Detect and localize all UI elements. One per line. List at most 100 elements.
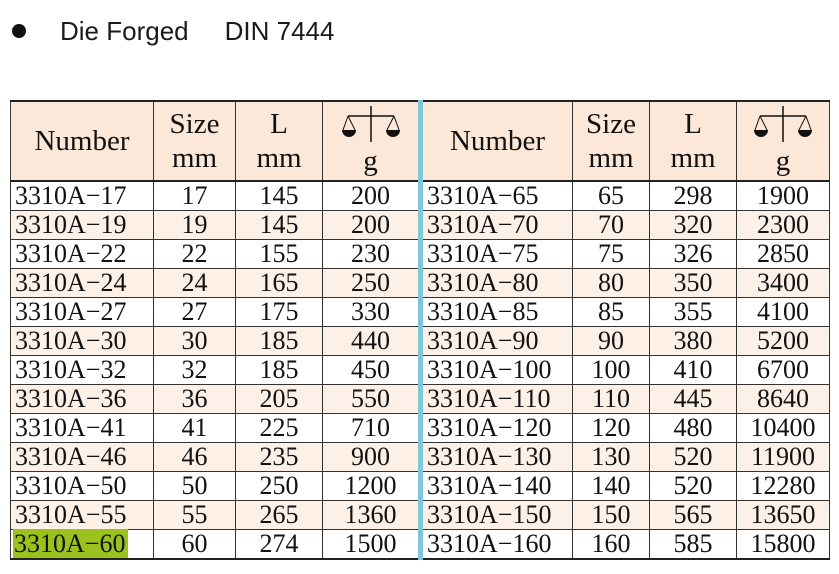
cell-g-right: 13650 (736, 500, 830, 530)
section-heading: Die Forged DIN 7444 (12, 14, 334, 48)
cell-g: 200 (322, 210, 421, 240)
cell-size-right: 120 (572, 413, 650, 443)
heading-text: Die Forged (60, 15, 189, 46)
cell-g: 200 (322, 180, 421, 211)
cell-size-right: 75 (572, 239, 650, 269)
cell-g-right: 2300 (736, 210, 830, 240)
cell-l-right: 326 (649, 239, 737, 269)
cell-l: 155 (235, 239, 323, 269)
cell-g: 250 (322, 268, 421, 298)
cell-size: 27 (153, 297, 236, 327)
cell-size: 41 (153, 413, 236, 443)
cell-number-right: 3310A−75 (418, 239, 573, 269)
cell-size: 55 (153, 500, 236, 530)
cell-size: 50 (153, 471, 236, 501)
cell-size-right: 80 (572, 268, 650, 298)
cell-l-right: 585 (649, 529, 737, 560)
cell-g: 230 (322, 239, 421, 269)
cell-size: 36 (153, 384, 236, 414)
cell-g: 1500 (322, 529, 421, 560)
cell-g: 1200 (322, 471, 421, 501)
cell-l: 274 (235, 529, 323, 560)
cell-size: 17 (153, 180, 236, 211)
cell-size-right: 70 (572, 210, 650, 240)
balance-scale-icon (341, 106, 400, 142)
cell-l: 145 (235, 180, 323, 211)
cell-size-right: 100 (572, 355, 650, 385)
cell-g: 450 (322, 355, 421, 385)
cell-g-right: 10400 (736, 413, 830, 443)
cell-g-right: 6700 (736, 355, 830, 385)
cell-number-right: 3310A−100 (418, 355, 573, 385)
cell-number: 3310A−32 (10, 355, 154, 385)
cell-g-right: 3400 (736, 268, 830, 298)
cell-g-right: 2850 (736, 239, 830, 269)
cell-number: 3310A−55 (10, 500, 154, 530)
cell-number-right: 3310A−140 (418, 471, 573, 501)
cell-number: 3310A−41 (10, 413, 154, 443)
cell-l: 235 (235, 442, 323, 472)
cell-g-right: 11900 (736, 442, 830, 472)
cell-number: 3310A−27 (10, 297, 154, 327)
cell-l-right: 480 (649, 413, 737, 443)
cell-number-right: 3310A−110 (418, 384, 573, 414)
cell-g: 550 (322, 384, 421, 414)
cell-g-right: 5200 (736, 326, 830, 356)
cell-size: 22 (153, 239, 236, 269)
cell-number-right: 3310A−90 (418, 326, 573, 356)
cell-number: 3310A−19 (10, 210, 154, 240)
cell-l-right: 520 (649, 471, 737, 501)
cell-l-right: 445 (649, 384, 737, 414)
cell-g: 440 (322, 326, 421, 356)
cell-size-right: 110 (572, 384, 650, 414)
cell-size: 46 (153, 442, 236, 472)
balance-scale-icon (754, 106, 812, 142)
cell-l: 145 (235, 210, 323, 240)
cell-number: 3310A−17 (10, 180, 154, 211)
cell-g: 710 (322, 413, 421, 443)
cell-l-right: 520 (649, 442, 737, 472)
cell-number: 3310A−22 (10, 239, 154, 269)
cell-l-right: 380 (649, 326, 737, 356)
cell-number-right: 3310A−160 (418, 529, 573, 560)
cell-g-right: 8640 (736, 384, 830, 414)
cell-size-right: 85 (572, 297, 650, 327)
cell-l: 250 (235, 471, 323, 501)
cell-size: 24 (153, 268, 236, 298)
cell-g: 1360 (322, 500, 421, 530)
cell-size: 19 (153, 210, 236, 240)
cell-number: 3310A−24 (10, 268, 154, 298)
cell-g-right: 1900 (736, 180, 830, 211)
cell-l-right: 320 (649, 210, 737, 240)
cell-size-right: 140 (572, 471, 650, 501)
cell-number-right: 3310A−80 (418, 268, 573, 298)
cell-number-right: 3310A−130 (418, 442, 573, 472)
cell-number-right: 3310A−150 (418, 500, 573, 530)
cell-l-right: 350 (649, 268, 737, 298)
cell-l-right: 410 (649, 355, 737, 385)
cell-g-right: 12280 (736, 471, 830, 501)
cell-l-right: 565 (649, 500, 737, 530)
cell-number-right: 3310A−85 (418, 297, 573, 327)
cell-g: 330 (322, 297, 421, 327)
cell-size: 60 (153, 529, 236, 560)
cell-l: 225 (235, 413, 323, 443)
cell-g-right: 4100 (736, 297, 830, 327)
cell-l: 165 (235, 268, 323, 298)
heading-standard: DIN 7444 (224, 15, 335, 46)
header-number-right: Number (418, 100, 573, 182)
